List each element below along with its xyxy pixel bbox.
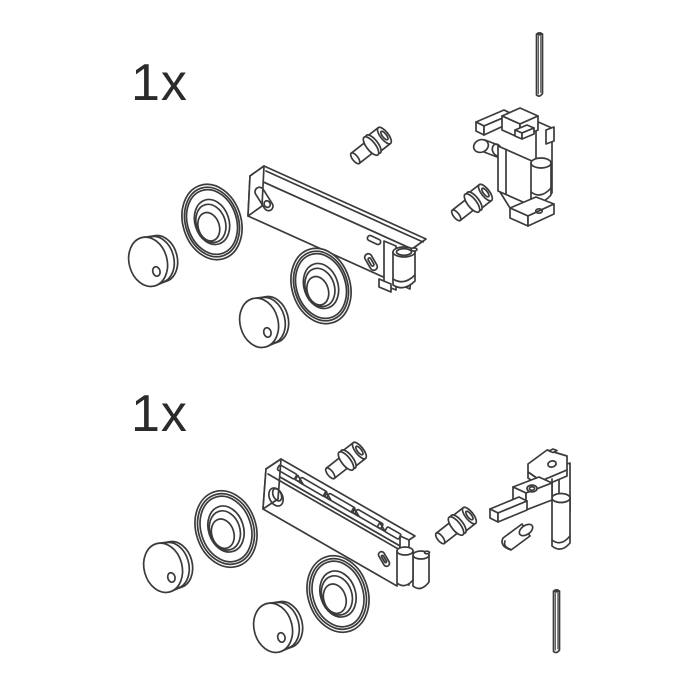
- end-cap: [252, 600, 304, 654]
- end-cap: [238, 295, 290, 349]
- socket-head-screw: [324, 441, 368, 480]
- roller-wheel: [194, 489, 258, 569]
- kit-group-2: [142, 441, 571, 654]
- steel-pin: [535, 32, 544, 97]
- roller-wheel: [290, 247, 352, 325]
- rail-hole-top: [366, 234, 382, 246]
- end-cap: [142, 540, 194, 594]
- end-cap: [127, 234, 179, 288]
- slotted-carrier-rail: [262, 458, 431, 590]
- rail-slot-front: [377, 550, 391, 568]
- socket-head-screw: [434, 506, 478, 545]
- carrier-rail: [247, 165, 427, 293]
- roller-wheel: [181, 183, 243, 261]
- quantity-label-kit-2: 1x: [131, 385, 188, 443]
- socket-head-screw: [450, 183, 494, 222]
- rail-slot: [276, 464, 298, 480]
- rail-hole-front: [363, 252, 379, 272]
- mounting-bracket: [489, 448, 571, 551]
- kit-group-1: [127, 32, 555, 349]
- roller-wheel: [306, 554, 370, 634]
- quantity-label-kit-1: 1x: [131, 54, 188, 112]
- steel-pin: [552, 589, 561, 654]
- mounting-bracket: [472, 107, 555, 227]
- rail-hole-front: [268, 487, 284, 507]
- rail-slot: [254, 186, 274, 212]
- socket-head-screw: [349, 126, 393, 165]
